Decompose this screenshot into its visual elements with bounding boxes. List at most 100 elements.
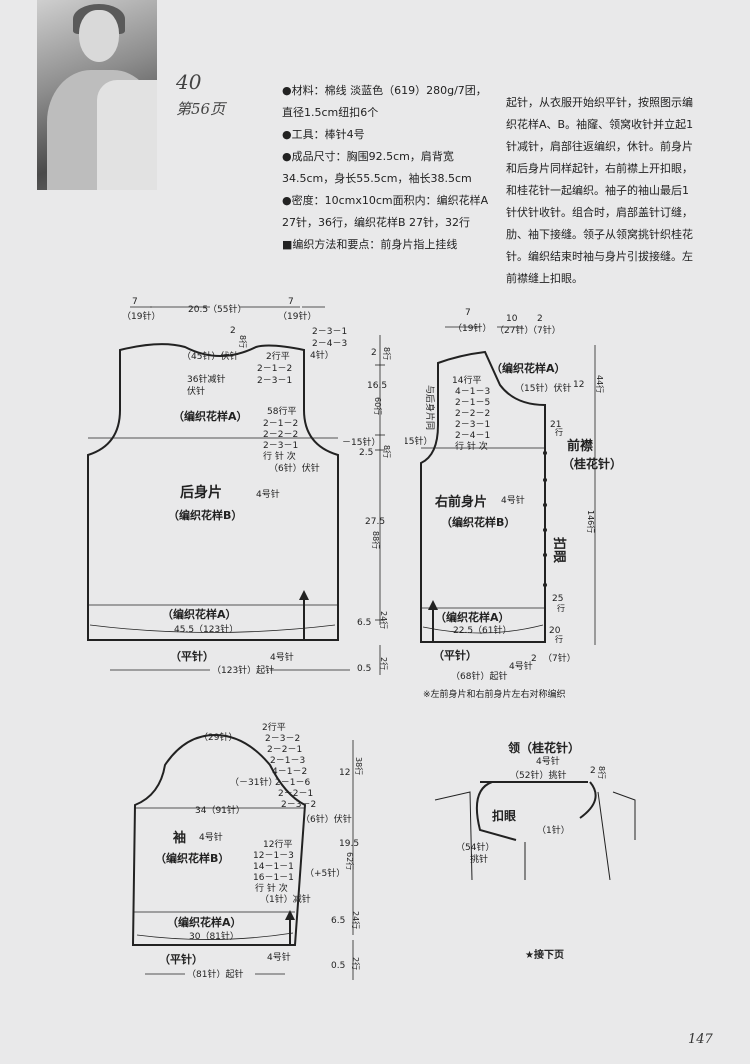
collar-hole: 扣眼 <box>492 808 516 823</box>
v-measure-1-rows: 8行 <box>382 347 392 360</box>
front-pattern-a: （编织花样A） <box>491 361 566 375</box>
front-cast-on: （68针）起针 <box>451 670 507 682</box>
front-band-sub: （桂花针） <box>562 456 620 471</box>
sleeve-v2: 2行 <box>351 957 361 970</box>
front-top-left: 7 <box>465 308 471 318</box>
sleeve-plain: （平针） <box>159 952 203 966</box>
front-band-top: 21 <box>550 420 561 430</box>
front-note: ※左前身片和右前身片左右对称编织 <box>423 688 566 700</box>
sleeve-v62: 62行 <box>345 852 355 870</box>
front-plain: （平针） <box>433 648 477 662</box>
sleeve-row-4: 2－1－3 <box>270 756 305 766</box>
sleeve-v12: 12 <box>339 768 350 778</box>
right-front-diagram: 7 （19针） 10 （27针） 2 （7针） 与后身片同 （编织花样A） 14… <box>405 308 620 700</box>
back-needle-2: 4号针 <box>270 651 294 663</box>
size-line: ●成品尺寸：胸围92.5cm，肩背宽34.5cm，身长55.5cm，袖长38.5… <box>282 150 472 185</box>
back-shoulder-row-2: 2－4－3 <box>312 339 347 349</box>
sleeve-needle-2: 4号针 <box>267 951 291 963</box>
v-measure-3: 2.5 <box>359 448 373 458</box>
collar-pick2: （54针） <box>456 841 494 853</box>
collar-one: （1针） <box>537 824 570 836</box>
sleeve-pattern-b: （编织花样B） <box>155 851 229 865</box>
v-measure-1: 2 <box>371 348 377 358</box>
back-neck-row-1: 2行平 <box>266 350 290 362</box>
front-st2: 2 <box>531 654 537 664</box>
front-needle: 4号针 <box>501 494 525 506</box>
v-measure-4: 27.5 <box>365 517 385 527</box>
front-right-146: 146行 <box>586 510 596 533</box>
front-top-mid: 10 <box>506 314 518 324</box>
front-bottom-width: 22.5（61针） <box>453 624 512 636</box>
collar-dim: 2 <box>590 766 596 776</box>
sleeve-inc: （+5针） <box>305 867 345 879</box>
sleeve-inc-row-2: 12－1－3 <box>253 851 294 861</box>
front-title: 右前身片 <box>434 494 487 510</box>
back-neck-dec: 36针减针 <box>187 373 225 385</box>
back-top-left-st: （19针） <box>122 310 160 322</box>
sleeve-pattern-a: （编织花样A） <box>167 915 242 929</box>
back-neck-row-3: 2－3－1 <box>257 376 292 386</box>
front-top-right-st: （7针） <box>528 324 561 336</box>
front-row-2: 4－1－3 <box>455 387 490 397</box>
back-top-right: 7 <box>288 297 294 307</box>
sleeve-row-8: 2－3－2 <box>281 800 316 810</box>
sleeve-v24: 24行 <box>351 911 361 929</box>
body-length-scale: 2 8行 16.5 60行 2.5 8行 27.5 88行 6.5 24行 0.… <box>357 335 392 675</box>
back-neck-depth: 2 <box>230 326 236 336</box>
continue-label: ★接下页 <box>525 950 564 961</box>
back-body-diagram: 7 （19针） 20.5（55针） 7 （19针） 2 8行 （45针）伏针 3… <box>87 297 380 676</box>
sleeve-length-scale: 12 38行 19.5 62行 6.5 24行 0.5 2行 <box>331 740 364 980</box>
collar-pick: （52针）挑针 <box>510 769 566 781</box>
sleeve-title: 袖 <box>173 830 186 846</box>
front-row-4: 2－2－2 <box>455 409 490 419</box>
v-measure-6-rows: 2行 <box>379 657 389 670</box>
collar-dim-r: 8行 <box>597 766 607 779</box>
back-top-left: 7 <box>132 297 138 307</box>
back-arm-row-4: 2－3－1 <box>263 441 298 451</box>
v-measure-3-rows: 8行 <box>382 445 392 458</box>
sleeve-v38: 38行 <box>354 757 364 775</box>
sleeve-inc-row-1: 12行平 <box>263 838 292 850</box>
pattern-number: 40 <box>176 70 202 94</box>
sleeve-inc-row-5: 行 针 次 <box>255 882 288 894</box>
sleeve-width: 34（91针） <box>195 804 245 816</box>
back-pattern-b: （编织花样B） <box>168 508 242 522</box>
materials-line: ●材料：棉线 淡蓝色（619）280g/7团，直径1.5cm纽扣6个 <box>282 84 487 119</box>
front-st7: （7针） <box>543 652 576 664</box>
back-neck-bind2: 伏针 <box>187 385 205 397</box>
back-title: 后身片 <box>180 484 222 501</box>
sleeve-row-6: 2－1－6 <box>275 778 310 788</box>
back-shoulder-row-3: 4针） <box>310 349 334 361</box>
front-side-label: 与后身片同 <box>424 385 436 430</box>
v-measure-6: 0.5 <box>357 664 371 674</box>
sleeve-v195: 19.5 <box>339 839 359 849</box>
sleeve-row-3: 2－2－1 <box>267 745 302 755</box>
front-pattern-a-bottom: （编织花样A） <box>435 610 510 624</box>
front-band-top-r: 行 <box>555 427 563 437</box>
front-bind: （15针）伏针 <box>515 382 571 394</box>
front-needle-2: 4号针 <box>509 660 533 672</box>
front-arm-count: （－15针） <box>405 435 432 447</box>
v-measure-2: 16.5 <box>367 381 387 391</box>
sleeve-arm-bind: （6针）伏针 <box>301 813 352 825</box>
v-measure-5: 6.5 <box>357 618 371 628</box>
front-pattern-b: （编织花样B） <box>441 515 515 529</box>
sleeve-dec: （－31针） <box>230 776 277 788</box>
sleeve-diagram: （29针） 2行平 2－3－2 2－2－1 2－1－3 4－1－2 2－1－6 … <box>131 721 352 980</box>
back-neck-depth-rows: 8行 <box>238 335 248 348</box>
sleeve-bottom-width: 30（81针） <box>189 930 239 942</box>
materials-block: ●材料：棉线 淡蓝色（619）280g/7团，直径1.5cm纽扣6个 ●工具：棒… <box>282 80 492 256</box>
instructions-paragraph: 起针，从衣服开始织平针，按照图示编织花样A、B。袖窿、领窝收针并立起1针减针，肩… <box>506 96 694 285</box>
v-measure-4-rows: 88行 <box>371 531 381 549</box>
front-r20r: 行 <box>555 634 563 644</box>
front-row-6: 2－4－1 <box>455 431 490 441</box>
v-measure-5-rows: 24行 <box>379 611 389 629</box>
back-cast-on: （123针）起针 <box>212 664 274 676</box>
tools-line: ●工具：棒针4号 <box>282 128 365 141</box>
front-top-mid-st: （27针） <box>495 324 533 336</box>
front-band-label: 前襟 <box>567 438 593 454</box>
instructions-text: 起针，从衣服开始织平针，按照图示编织花样A、B。袖窿、领窝收针并立起1针减针，肩… <box>506 92 694 290</box>
front-row-3: 2－1－5 <box>455 398 490 408</box>
front-r25r: 行 <box>557 603 565 613</box>
